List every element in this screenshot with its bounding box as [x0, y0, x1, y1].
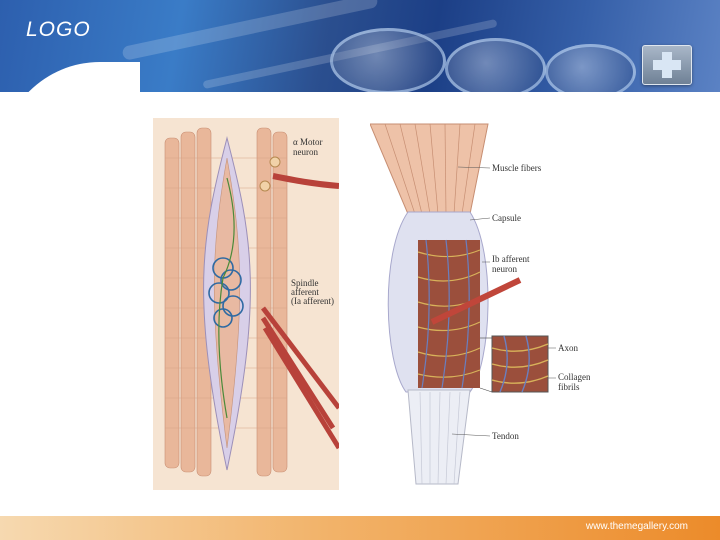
- label-spindle-afferent-3: (Ia afferent): [291, 296, 334, 306]
- label-motor-neuron: α Motor: [293, 137, 322, 147]
- golgi-tendon-organ-illustration: Muscle fibers Capsule Ib afferent neuron…: [370, 112, 590, 492]
- label-ib-afferent: Ib afferent: [492, 254, 530, 264]
- muscle-spindle-illustration: α Motor neuron Spindle afferent (Ia affe…: [153, 118, 339, 490]
- medical-cross-icon: [642, 45, 692, 85]
- label-tendon: Tendon: [492, 431, 519, 441]
- label-axon: Axon: [558, 343, 578, 353]
- label-capsule: Capsule: [492, 213, 521, 223]
- logo-text: LOGO: [26, 18, 91, 42]
- label-motor-neuron-2: neuron: [293, 147, 318, 157]
- banner-lens-decoration: [445, 38, 546, 92]
- banner-lens-decoration: [545, 44, 636, 92]
- footer-bar: www.themegallery.com: [0, 516, 720, 540]
- label-collagen: Collagen: [558, 372, 590, 382]
- footer-url: www.themegallery.com: [586, 521, 688, 532]
- label-muscle-fibers: Muscle fibers: [492, 163, 542, 173]
- label-collagen-2: fibrils: [558, 382, 580, 392]
- banner-lens-decoration: [330, 28, 446, 92]
- label-ib-afferent-2: neuron: [492, 264, 517, 274]
